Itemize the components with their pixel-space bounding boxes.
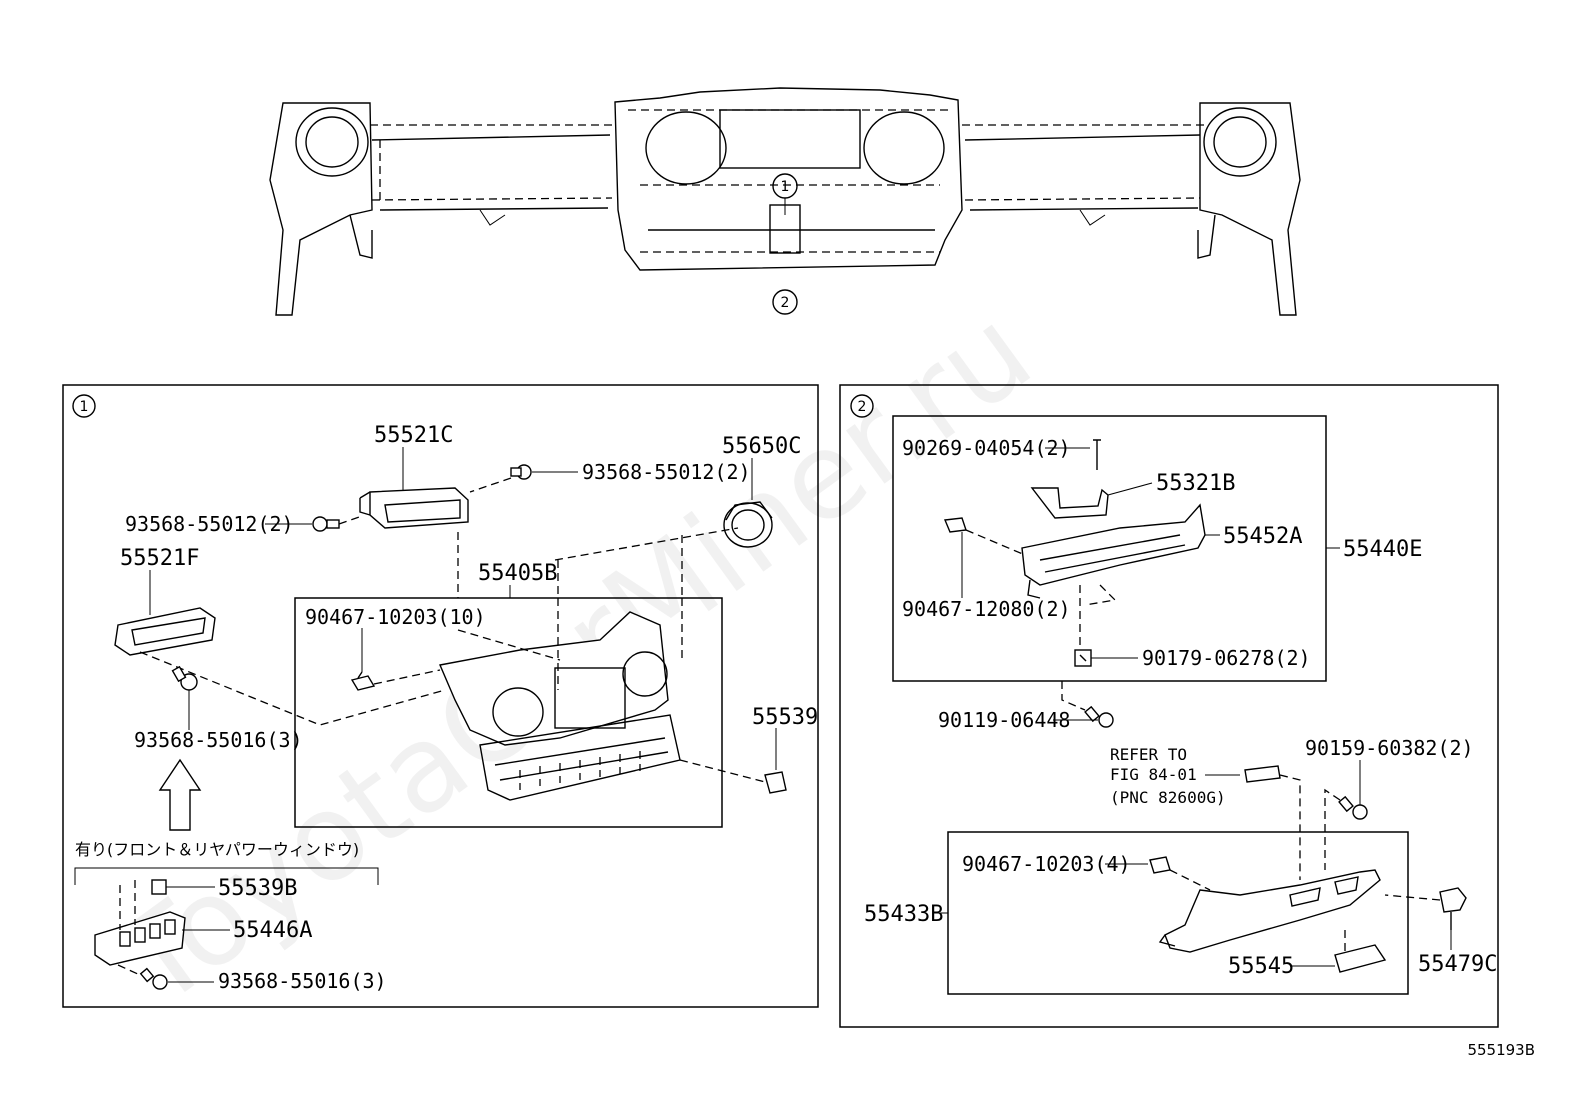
lower-finish-panel-drawing bbox=[1158, 869, 1381, 953]
part-55521C[interactable]: 55521C bbox=[374, 423, 453, 448]
refer-line-1: REFER TO bbox=[1110, 745, 1187, 764]
part-55433B[interactable]: 55433B bbox=[864, 902, 943, 927]
bolt-90269-04054-icon bbox=[1093, 439, 1101, 470]
callout-2-top-label: 2 bbox=[781, 295, 790, 311]
part-93568-55012-right[interactable]: 93568-55012(2) bbox=[582, 460, 751, 484]
clip-55479C-icon bbox=[1439, 887, 1467, 930]
section-1-callout-label: 1 bbox=[80, 399, 89, 415]
part-90179-06278[interactable]: 90179-06278(2) bbox=[1142, 646, 1311, 670]
clip-90467-10203-10-icon bbox=[350, 671, 376, 691]
screw-93568-55012-right-icon bbox=[510, 464, 532, 480]
part-93568-55016-upper[interactable]: 93568-55016(3) bbox=[134, 728, 303, 752]
clip-55539B-icon bbox=[151, 879, 167, 895]
pad-82600G-icon bbox=[1244, 765, 1281, 783]
part-55440E[interactable]: 55440E bbox=[1343, 537, 1422, 562]
vent-55650C-drawing bbox=[723, 501, 773, 548]
clip-90467-12080-icon bbox=[943, 517, 967, 533]
section-2-frame bbox=[839, 384, 1499, 1028]
part-90467-10203-10[interactable]: 90467-10203(10) bbox=[305, 605, 486, 629]
bolt-90119-06448-icon bbox=[1084, 705, 1114, 728]
power-window-note: 有り(フロント＆リヤパワーウィンドウ) bbox=[75, 840, 359, 859]
part-93568-55016-lower[interactable]: 93568-55016(3) bbox=[218, 969, 387, 993]
reinforcement-55452A-drawing bbox=[1021, 503, 1206, 599]
callout-1-top-label: 1 bbox=[781, 179, 790, 195]
part-90269-04054[interactable]: 90269-04054(2) bbox=[902, 436, 1071, 460]
figure-code: 555193B bbox=[1467, 1041, 1535, 1059]
switch-base-55446A-drawing bbox=[94, 911, 186, 966]
screw-93568-55016-upper-icon bbox=[171, 665, 198, 691]
part-55545[interactable]: 55545 bbox=[1228, 954, 1294, 979]
part-55650C[interactable]: 55650C bbox=[722, 434, 801, 459]
callout-1-top[interactable]: 1 bbox=[772, 173, 798, 215]
bracket-55321B-drawing bbox=[1030, 487, 1109, 519]
cover-55545-icon bbox=[1334, 944, 1387, 973]
part-55405B-frame bbox=[294, 597, 723, 828]
part-55405B[interactable]: 55405B bbox=[478, 561, 557, 586]
screw-93568-55016-lower-icon bbox=[139, 967, 168, 990]
part-55539B[interactable]: 55539B bbox=[218, 876, 297, 901]
part-55479C[interactable]: 55479C bbox=[1418, 952, 1497, 977]
cluster-finish-panel-drawing bbox=[439, 611, 681, 801]
screw-93568-55012-left-icon bbox=[312, 516, 340, 532]
arrow-up-icon bbox=[158, 758, 202, 831]
part-55321B[interactable]: 55321B bbox=[1156, 471, 1235, 496]
part-55452A[interactable]: 55452A bbox=[1223, 524, 1302, 549]
part-90467-10203-4[interactable]: 90467-10203(4) bbox=[962, 852, 1131, 876]
panel-reinforcement-drawing bbox=[269, 87, 1301, 316]
part-55521C-drawing bbox=[359, 487, 469, 529]
nut-90179-06278-icon bbox=[1074, 649, 1092, 667]
section-2-callout-label: 2 bbox=[858, 399, 867, 415]
section-2-callout[interactable]: 2 bbox=[850, 394, 874, 418]
part-93568-55012-left[interactable]: 93568-55012(2) bbox=[125, 512, 294, 536]
part-55539[interactable]: 55539 bbox=[752, 705, 818, 730]
section-1-frame bbox=[62, 384, 819, 1008]
refer-line-3: (PNC 82600G) bbox=[1110, 788, 1226, 807]
part-55521F[interactable]: 55521F bbox=[120, 546, 199, 571]
clip-55539-icon bbox=[764, 771, 787, 794]
refer-line-2: FIG 84-01 bbox=[1110, 765, 1197, 784]
refer-to-note: REFER TO FIG 84-01 (PNC 82600G) bbox=[1110, 745, 1226, 807]
part-90159-60382[interactable]: 90159-60382(2) bbox=[1305, 736, 1474, 760]
part-55446A[interactable]: 55446A bbox=[233, 918, 312, 943]
screw-90159-60382-icon bbox=[1338, 795, 1368, 820]
part-90467-12080[interactable]: 90467-12080(2) bbox=[902, 597, 1071, 621]
part-90119-06448[interactable]: 90119-06448 bbox=[938, 708, 1070, 732]
callout-2-top[interactable]: 2 bbox=[772, 289, 798, 315]
section-1-callout[interactable]: 1 bbox=[72, 394, 96, 418]
part-55521F-drawing bbox=[114, 607, 216, 656]
clip-90467-10203-4-icon bbox=[1149, 856, 1171, 874]
